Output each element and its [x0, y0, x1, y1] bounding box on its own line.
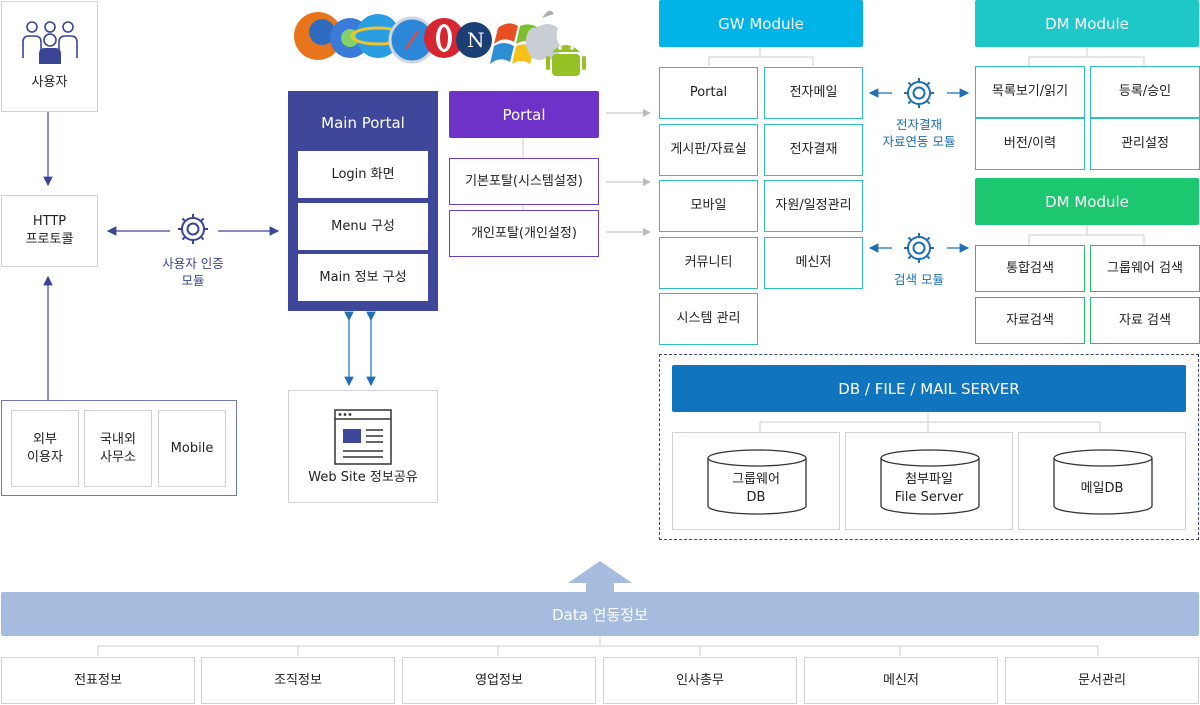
dm-data-search: 자료검색 — [975, 297, 1085, 344]
approval-link-label: 전자결재 자료연동 모듈 — [882, 117, 956, 149]
dm-module-header: DM Module — [975, 0, 1199, 47]
gear-icon — [904, 78, 934, 108]
db-file-server-label: 첨부파일 File Server — [894, 472, 964, 505]
client-office: 국내외 사무소 — [84, 410, 152, 487]
gw-approval: 전자결재 — [764, 124, 863, 176]
db-file-server: 첨부파일 File Server — [845, 432, 1013, 530]
main-portal-info: Main 정보 구성 — [298, 254, 428, 301]
gear-icon — [178, 214, 208, 244]
gw-messenger: 메신저 — [764, 237, 863, 289]
db-mail: 메일DB — [1018, 432, 1186, 530]
user-group-icon — [21, 21, 78, 64]
database-icon — [707, 449, 807, 515]
data-organization: 조직정보 — [201, 657, 395, 704]
gw-mobile: 모바일 — [659, 180, 758, 232]
svg-text:N: N — [467, 28, 485, 52]
gw-system: 시스템 관리 — [659, 293, 758, 345]
gw-email: 전자메일 — [764, 67, 863, 119]
portal-personal: 개인포탈(개인설정) — [449, 210, 599, 257]
gw-community: 커뮤니티 — [659, 237, 758, 289]
data-sales: 영업정보 — [402, 657, 596, 704]
browser-logos-icon: N — [294, 10, 586, 76]
data-messenger: 메신저 — [804, 657, 998, 704]
dm-list-read: 목록보기/읽기 — [975, 66, 1085, 118]
dm-search-module-header: DM Module — [975, 178, 1199, 225]
client-external-user: 외부 이용자 — [11, 410, 79, 487]
database-icon — [880, 449, 980, 515]
portal-basic: 기본포탈(시스템설정) — [449, 158, 599, 205]
dm-data-search-2: 자료 검색 — [1090, 297, 1200, 344]
gear-icon — [904, 233, 934, 263]
data-up-arrow — [568, 561, 632, 592]
auth-module-label: 사용자 인증 모듈 — [162, 256, 224, 288]
portal-header: Portal — [449, 91, 599, 138]
dm-version: 버전/이력 — [975, 118, 1085, 170]
website-icon — [334, 409, 392, 465]
website-label: Web Site 정보공유 — [308, 470, 418, 485]
data-voucher: 전표정보 — [1, 657, 195, 704]
main-portal-login: Login 화면 — [298, 151, 428, 198]
user-box: 사용자 — [1, 1, 98, 112]
db-groupware-label: 그룹웨어 DB — [732, 472, 780, 505]
website-box: Web Site 정보공유 — [288, 390, 438, 503]
db-mail-label: 메일DB — [1080, 481, 1124, 497]
gw-schedule: 자원/일정관리 — [764, 180, 863, 232]
data-hr: 인사총무 — [603, 657, 797, 704]
dm-register: 등록/승인 — [1090, 66, 1200, 118]
main-portal-menu: Menu 구성 — [298, 203, 428, 250]
http-protocol-box: HTTP 프로토콜 — [1, 195, 98, 267]
dm-unified-search: 통합검색 — [975, 245, 1085, 292]
data-integration-bar: Data 연동정보 — [1, 592, 1199, 636]
database-icon — [1053, 449, 1153, 515]
main-portal-title: Main Portal — [321, 114, 405, 132]
dm-groupware-search: 그룹웨어 검색 — [1090, 245, 1200, 292]
gw-module-header: GW Module — [659, 0, 863, 47]
data-documents: 문서관리 — [1005, 657, 1199, 704]
user-label: 사용자 — [31, 75, 68, 90]
search-link-label: 검색 모듈 — [894, 272, 944, 287]
client-mobile: Mobile — [158, 410, 226, 487]
db-header: DB / FILE / MAIL SERVER — [672, 365, 1186, 412]
gw-board: 게시판/자료실 — [659, 124, 758, 176]
gw-portal: Portal — [659, 67, 758, 119]
db-dashed-area — [659, 354, 1199, 540]
db-groupware: 그룹웨어 DB — [672, 432, 840, 530]
dm-settings: 관리설정 — [1090, 118, 1200, 170]
